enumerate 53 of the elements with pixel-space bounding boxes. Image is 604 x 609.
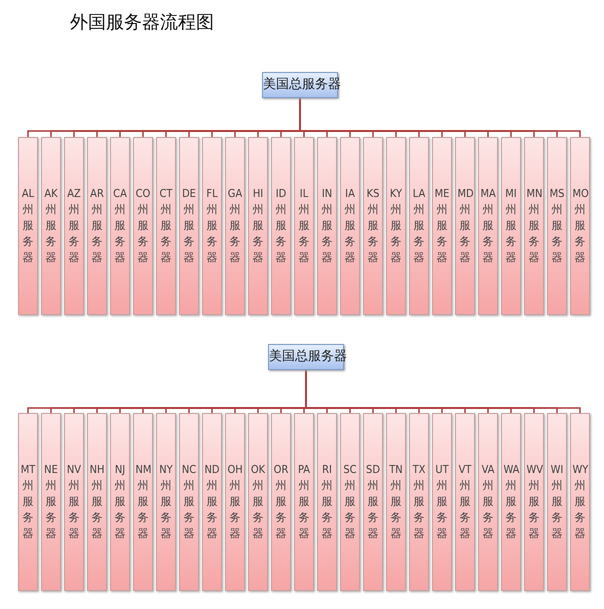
state-server-box: RI州服务器 xyxy=(317,413,337,591)
state-server-box: OR州服务器 xyxy=(271,413,291,591)
state-server-box: HI州服务器 xyxy=(248,137,268,315)
state-server-box: CT州服务器 xyxy=(156,137,176,315)
state-server-box: TX州服务器 xyxy=(409,413,429,591)
state-server-box: NC州服务器 xyxy=(179,413,199,591)
state-server-box: WY州服务器 xyxy=(570,413,590,591)
state-server-box: AK州服务器 xyxy=(41,137,61,315)
state-server-box: IN州服务器 xyxy=(317,137,337,315)
state-server-box: MD州服务器 xyxy=(455,137,475,315)
title: 外国服务器流程图 xyxy=(70,11,214,34)
state-server-box: AL州服务器 xyxy=(18,137,38,315)
state-server-box: OH州服务器 xyxy=(225,413,245,591)
state-server-box: SC州服务器 xyxy=(340,413,360,591)
state-server-box: ME州服务器 xyxy=(432,137,452,315)
state-server-box: FL州服务器 xyxy=(202,137,222,315)
state-server-box: GA州服务器 xyxy=(225,137,245,315)
state-server-box: TN州服务器 xyxy=(386,413,406,591)
state-server-box: WV州服务器 xyxy=(524,413,544,591)
state-server-box: KY州服务器 xyxy=(386,137,406,315)
state-server-box: SD州服务器 xyxy=(363,413,383,591)
state-server-box: NM州服务器 xyxy=(133,413,153,591)
state-server-box: NJ州服务器 xyxy=(110,413,130,591)
state-server-box: CO州服务器 xyxy=(133,137,153,315)
state-server-box: OK州服务器 xyxy=(248,413,268,591)
state-server-box: MO州服务器 xyxy=(570,137,590,315)
state-server-box: NH州服务器 xyxy=(87,413,107,591)
state-server-box: PA州服务器 xyxy=(294,413,314,591)
state-server-box: DE州服务器 xyxy=(179,137,199,315)
state-server-box: AZ州服务器 xyxy=(64,137,84,315)
state-server-box: NV州服务器 xyxy=(64,413,84,591)
state-server-box: MA州服务器 xyxy=(478,137,498,315)
state-server-box: KS州服务器 xyxy=(363,137,383,315)
state-server-box: UT州服务器 xyxy=(432,413,452,591)
state-server-box: LA州服务器 xyxy=(409,137,429,315)
state-server-box: ND州服务器 xyxy=(202,413,222,591)
root-server-box: 美国总服务器 xyxy=(268,344,344,370)
state-server-box: VA州服务器 xyxy=(478,413,498,591)
state-server-box: MT州服务器 xyxy=(18,413,38,591)
state-server-box: MN州服务器 xyxy=(524,137,544,315)
state-server-box: MI州服务器 xyxy=(501,137,521,315)
state-server-box: AR州服务器 xyxy=(87,137,107,315)
state-server-box: IA州服务器 xyxy=(340,137,360,315)
state-server-box: ID州服务器 xyxy=(271,137,291,315)
state-server-box: WA州服务器 xyxy=(501,413,521,591)
state-server-box: NE州服务器 xyxy=(41,413,61,591)
state-server-box: WI州服务器 xyxy=(547,413,567,591)
root-server-box: 美国总服务器 xyxy=(262,72,338,98)
state-server-box: VT州服务器 xyxy=(455,413,475,591)
state-server-box: NY州服务器 xyxy=(156,413,176,591)
state-server-box: CA州服务器 xyxy=(110,137,130,315)
state-server-box: IL州服务器 xyxy=(294,137,314,315)
state-server-box: MS州服务器 xyxy=(547,137,567,315)
